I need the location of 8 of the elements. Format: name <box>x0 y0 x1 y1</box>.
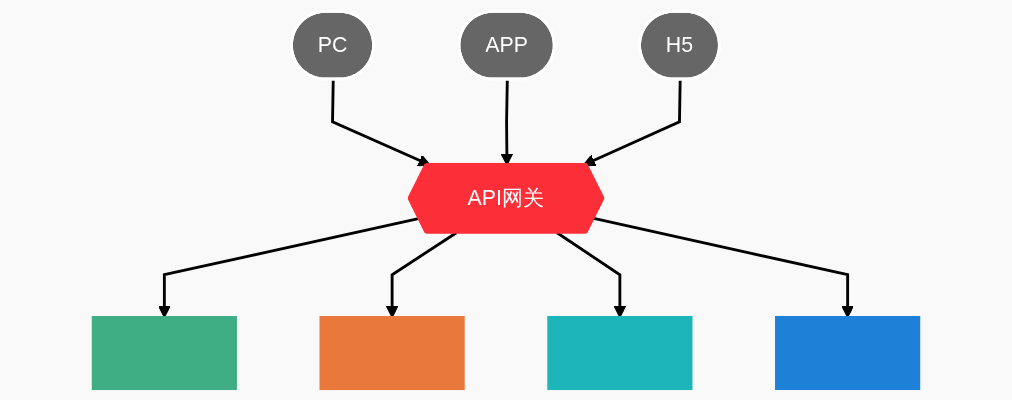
node-box <box>91 316 237 391</box>
arrow <box>582 79 682 167</box>
node-box <box>775 316 921 391</box>
arrow <box>331 79 431 167</box>
node-box <box>319 316 465 391</box>
arrow <box>158 217 420 318</box>
node-box <box>547 316 693 391</box>
arrow <box>593 217 854 318</box>
